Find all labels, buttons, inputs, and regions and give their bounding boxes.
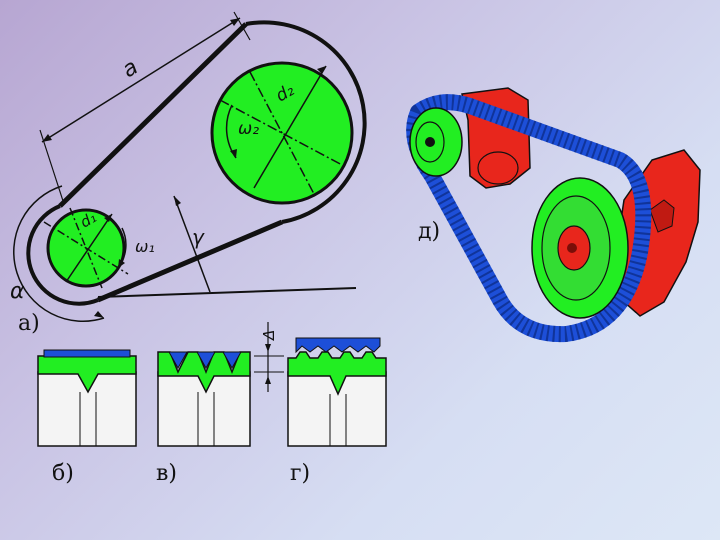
belt-upper-strand: [58, 22, 248, 208]
gamma-label: γ: [192, 225, 205, 249]
belt-lower-strand: [97, 219, 283, 303]
v-belt-section-icon: в): [156, 351, 251, 486]
figure-v-label: в): [156, 461, 177, 486]
omega2-arrow: [230, 149, 237, 158]
figure-g-label: г): [290, 461, 310, 486]
distance-dimension-line: [41, 17, 241, 143]
delta-dimension: Δ: [254, 322, 284, 392]
figure-d-label: д): [418, 219, 440, 244]
alpha-arc: [12, 185, 105, 323]
toothed-pulley-rim: [287, 351, 387, 396]
v-belt-1: [168, 351, 188, 370]
gamma-arrow: [174, 196, 181, 206]
distance-arrow-right: [230, 18, 240, 26]
flat-belt-section-icon: б): [37, 349, 137, 486]
belt-wrap-small: [26, 204, 99, 306]
delta-arrow-bottom: [265, 376, 271, 384]
flat-pulley-rim: [37, 355, 137, 394]
large-pulley-axis-1: [219, 99, 345, 167]
distance-extension-left: [39, 129, 65, 205]
open-belt-drive-icon: a d₂ ω₂ d₁ ω₁ γ α а): [10, 11, 367, 336]
right-housing-detail: [649, 199, 675, 233]
delta-arrow-top: [265, 344, 271, 352]
v-pulley-rim: [157, 351, 251, 394]
delta-label: Δ: [260, 330, 278, 341]
large-pulley-axis-2: [249, 71, 315, 195]
omega1-arrow: [118, 259, 125, 268]
flat-belt: [43, 349, 131, 358]
belt-wrap-large: [245, 20, 367, 224]
alpha-label: α: [10, 279, 25, 304]
omega1-label: ω₁: [135, 237, 155, 256]
toothed-belt-section-icon: г): [287, 337, 387, 486]
distance-label: a: [118, 55, 143, 83]
omega2-label: ω₂: [238, 119, 259, 139]
v-belt-3: [222, 351, 242, 370]
d1-arrow-head: [104, 214, 112, 222]
upper-housing-boss: [477, 151, 519, 185]
large-pulley-diameter-line: [253, 65, 327, 189]
figure-a-label: а): [18, 311, 40, 336]
timing-belt-drive-icon: д): [406, 87, 701, 343]
distance-arrow-left: [42, 134, 52, 142]
v-belt-2: [196, 351, 216, 370]
small-pulley-axis-2: [69, 207, 103, 289]
toothed-belt: [295, 337, 381, 354]
figure-b-label: б): [52, 461, 74, 486]
d2-arrow-head: [317, 66, 326, 74]
horizontal-reference-line: [97, 287, 357, 298]
distance-extension-right: [233, 11, 251, 41]
small-timing-pulley-bore: [425, 137, 435, 147]
small-pulley-diameter-line: [65, 213, 113, 283]
large-timing-pulley-bore: [567, 243, 577, 253]
gamma-dimension-line: [173, 195, 211, 293]
alpha-arrow: [94, 311, 104, 318]
